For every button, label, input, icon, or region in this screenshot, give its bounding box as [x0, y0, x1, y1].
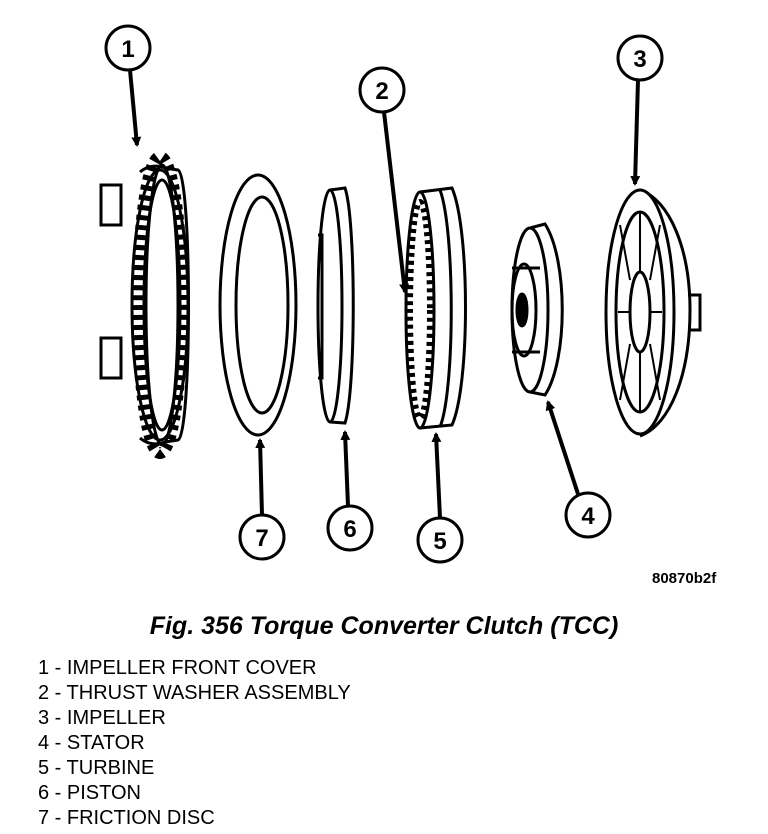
figure-caption: Fig. 356 Torque Converter Clutch (TCC)	[149, 612, 619, 640]
part-impeller-front-cover	[99, 151, 190, 459]
svg-text:2: 2	[375, 78, 388, 105]
legend-item: 3 - IMPELLER	[38, 707, 166, 729]
callout-3: 3	[616, 34, 664, 186]
legend-item: 5 - TURBINE	[38, 757, 155, 779]
part-turbine	[404, 186, 467, 430]
part-piston	[316, 186, 355, 425]
svg-text:5: 5	[433, 528, 446, 555]
legend-item: 1 - IMPELLER FRONT COVER	[38, 657, 317, 679]
legend-item: 6 - PISTON	[38, 782, 141, 804]
callout-5: 5	[416, 432, 464, 564]
legend-item: 4 - STATOR	[38, 732, 145, 754]
svg-text:3: 3	[633, 46, 646, 73]
parts-legend: 1 - IMPELLER FRONT COVER 2 - THRUST WASH…	[38, 656, 351, 831]
callout-6: 6	[326, 430, 374, 552]
svg-text:7: 7	[255, 525, 268, 552]
part-stator	[510, 222, 564, 397]
svg-text:6: 6	[343, 516, 356, 543]
callout-7: 7	[238, 438, 286, 561]
legend-item: 7 - FRICTION DISC	[38, 807, 215, 829]
svg-text:4: 4	[581, 503, 595, 530]
exploded-view-diagram: 1 2 3 4 5 6 7	[99, 24, 702, 564]
part-impeller	[604, 188, 702, 438]
svg-text:1: 1	[121, 36, 134, 63]
part-friction-disc	[218, 173, 298, 437]
legend-item: 2 - THRUST WASHER ASSEMBLY	[38, 682, 351, 704]
callout-1: 1	[104, 24, 152, 147]
callout-2: 2	[358, 66, 410, 294]
figure-reference-code: 80870b2f	[652, 570, 717, 587]
callout-4: 4	[545, 400, 612, 539]
